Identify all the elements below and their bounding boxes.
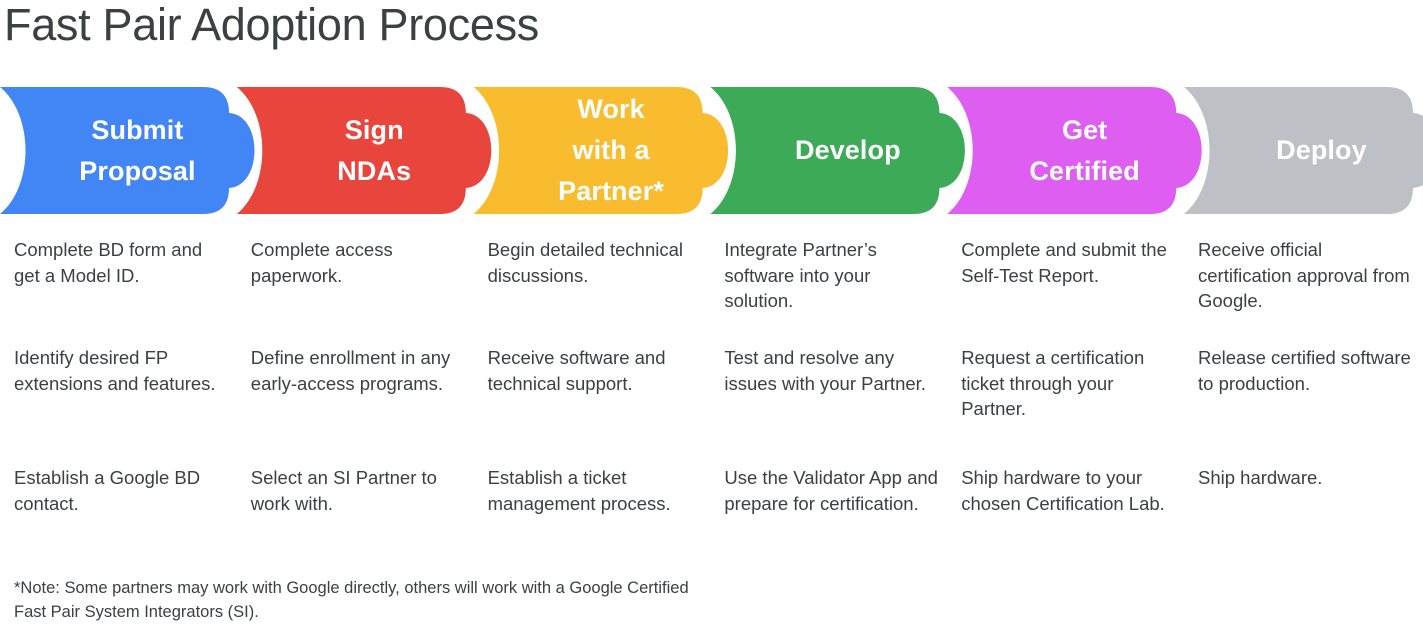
step-item: Test and resolve any issues with your Pa…: [724, 347, 926, 394]
step-item: Receive official certification approval …: [1198, 239, 1410, 311]
step-item: Identify desired FP extensions and featu…: [14, 347, 216, 394]
step-item: Establish a ticket management process.: [487, 467, 671, 514]
step-item: Receive software and technical support.: [487, 347, 666, 394]
stage-shape-get-certified: [947, 87, 1202, 214]
step-item: Use the Validator App and prepare for ce…: [724, 467, 938, 514]
step-item: Ship hardware to your chosen Certificati…: [961, 467, 1165, 514]
step-item: Define enrollment in any early-access pr…: [250, 347, 451, 394]
step-item: Release certified software to production…: [1198, 347, 1411, 394]
step-item: Request a certification ticket through y…: [961, 347, 1145, 419]
step-item: Complete access paperwork.: [250, 239, 393, 286]
ribbon-svg: [0, 87, 1423, 214]
step-item: Begin detailed technical discussions.: [487, 239, 684, 286]
step-item: Integrate Partner’s software into your s…: [724, 239, 877, 311]
stage-shape-sign-ndas: [236, 87, 492, 214]
step-item: Establish a Google BD contact.: [14, 467, 201, 514]
step-item: Complete BD form and get a Model ID.: [14, 239, 203, 286]
step-item: Ship hardware.: [1198, 467, 1323, 488]
stage-shape-develop: [710, 87, 965, 214]
stage-shape-deploy: [1184, 87, 1423, 214]
step-item: Complete and submit the Self-Test Report…: [961, 239, 1167, 286]
footnote: *Note: Some partners may work with Googl…: [14, 579, 689, 621]
stage-shape-submit-proposal: [0, 87, 255, 214]
stage-shape-work-partner: [473, 87, 729, 214]
page-title: Fast Pair Adoption Process: [4, 0, 539, 50]
step-item: Select an SI Partner to work with.: [250, 467, 437, 514]
steps-columns: Complete BD form and get a Model ID. Iden…: [0, 237, 1423, 557]
